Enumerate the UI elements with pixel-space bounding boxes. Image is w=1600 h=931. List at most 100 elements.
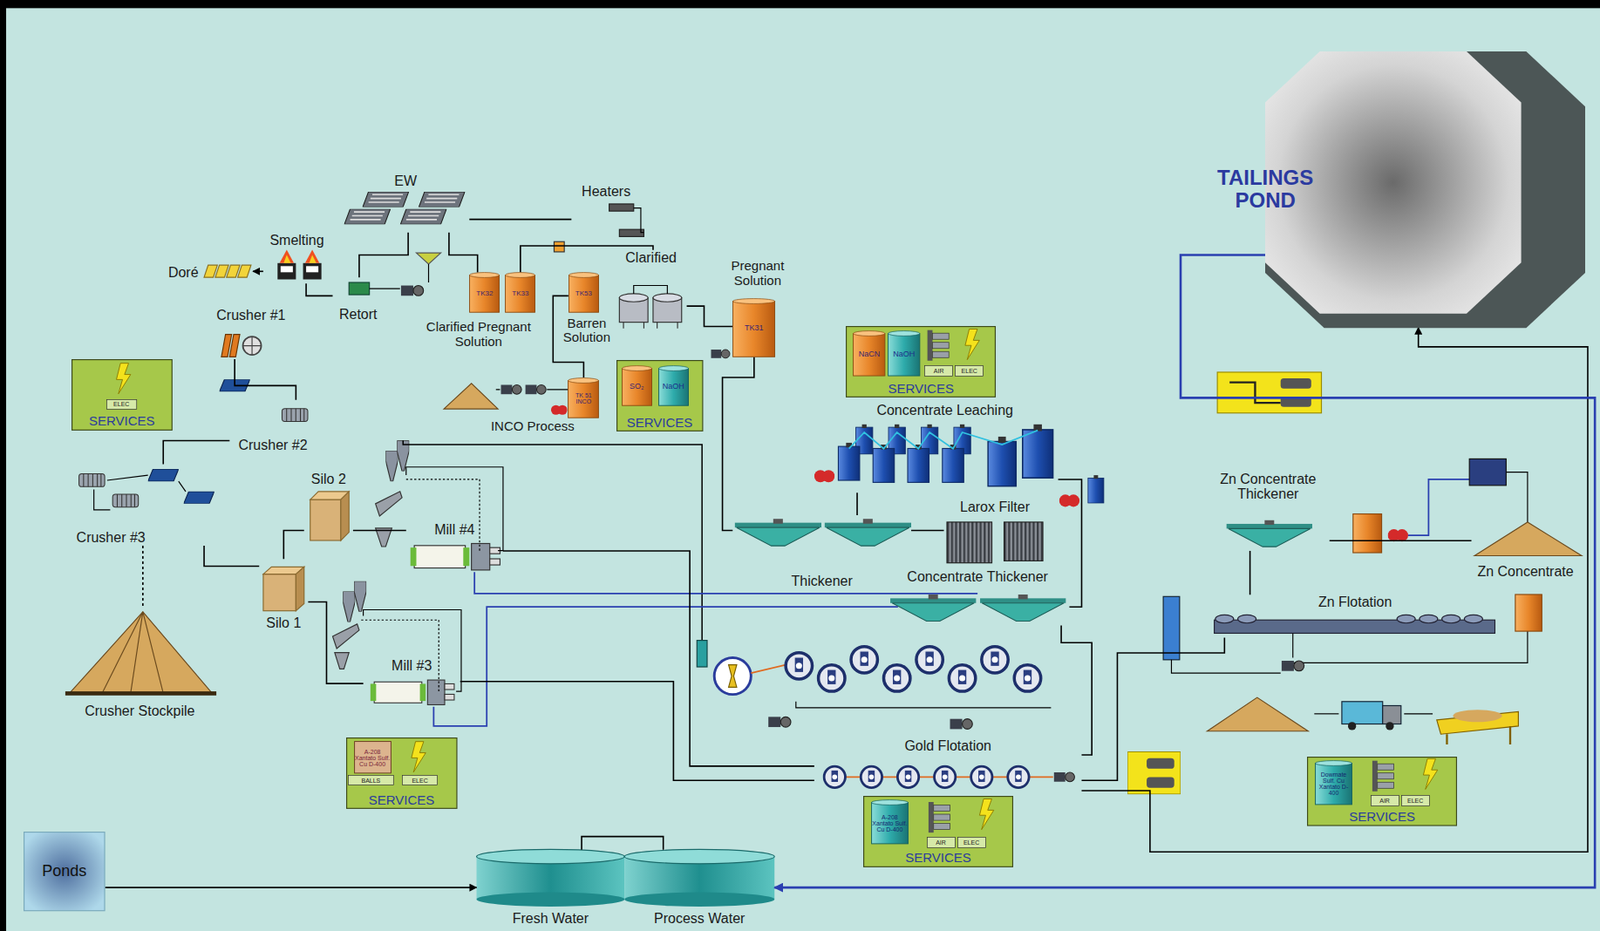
gold-recovery-icons [710,349,729,359]
gold-recovery-icons [496,388,569,390]
leaching-icons [1059,494,1080,507]
flotation-icons [1054,772,1076,783]
gold-recovery-icons [238,265,252,278]
crushing-icons [112,494,138,508]
services-label: SERVICES [887,381,954,397]
flotation-icons [1238,614,1257,623]
services-label: SERVICES [905,851,972,866]
leaching-icons [1004,522,1043,561]
tag-label: ELEC [411,777,428,784]
gold-recovery-icons [280,265,293,273]
storage-tank: TK32 [469,272,500,314]
tag-label: AIR [935,839,947,846]
flotation-icons [1452,709,1502,722]
silos-and-stockpile [295,566,304,611]
leaching-icons [849,430,1039,450]
flotation-icons [1442,614,1461,623]
flotation-icons [950,719,974,730]
equipment-label: Process Water [652,911,747,927]
storage-tank: TK31 [732,298,776,358]
services-panel: SERVICESELEC [71,359,173,431]
services-panel: SERVICESSO₂NaOH [616,360,703,432]
flow-line [581,837,664,851]
service-tag: BALLS [347,775,395,786]
equipment-label: Smelting [267,232,326,249]
flow-line [1081,327,1587,853]
equipment-label: Crusher Stockpile [82,703,197,720]
tag-label: BALLS [360,777,381,784]
equipment-area: Mill #3 [363,658,461,708]
equipment-label: Crusher #2 [236,437,309,454]
flotation-icons [1014,665,1041,692]
gold-recovery-icons [501,384,523,395]
flotation-icons [823,766,845,788]
stream-label: Barren Solution [558,316,616,346]
gold-recovery-icons [633,208,645,233]
service-tag: ELEC [106,399,137,410]
flow-line [1061,625,1092,756]
equipment-label: Silo 1 [264,615,303,632]
flotation-icons [1353,514,1383,553]
tank-label: NaCN [858,350,881,359]
equipment-label: Larox Filter [958,499,1032,516]
grinding-icons [402,440,702,640]
flotation-icons [851,646,878,674]
grinding-icons [409,543,500,570]
grinding-icons [333,624,360,649]
reagent-label: Dowmate Sulf. Cu Xantato D-400 [1315,771,1352,797]
leaching-icons [1088,475,1104,504]
tank-label: SO₂ [629,382,645,391]
services-panel: SERVICESA-208 Xantato Sulf. Cu D-400BALL… [346,737,458,810]
flotation-icons [1341,701,1383,725]
services-label: SERVICES [626,415,694,431]
flotation-icons [1388,529,1409,542]
tank-label: TK31 [744,324,764,333]
grinding-icons [375,491,402,517]
leaching-icons [735,518,822,546]
service-tag: AIR [926,837,956,849]
equipment-label: Zn Concentrate Thickener [1206,471,1330,503]
flotation-icons [1396,614,1416,623]
equipment-label: Fresh Water [510,911,591,927]
service-tag: AIR [1370,795,1400,807]
crushing-icons [94,489,111,510]
flow-line [306,283,333,296]
equipment-area: Silo 1 [258,558,308,631]
gold-recovery-icons [305,250,320,264]
reagent-label: A-208 Xantato Sulf. Cu D-400 [871,814,908,833]
storage-tank: TK53 [568,272,600,314]
flow-line [234,359,296,401]
equipment-label: Gold Flotation [902,738,994,755]
flotation-icons [818,665,845,692]
crushing-icons [79,474,105,488]
flotation-icons [728,665,737,688]
gold-recovery-icons [553,241,565,252]
equipment-area: EW [341,173,470,233]
flotation-icons [916,646,943,674]
equipment-label: Heaters [579,183,633,200]
stream-label: Clarified Pregnant Solution [418,320,539,349]
flotation-icons [1469,458,1506,485]
gold-recovery-icons [306,265,319,273]
equipment-area: Silo 2 [304,471,354,546]
flotation-icons [1408,479,1470,536]
flow-line [1249,551,1252,595]
equipment-label: Clarified [623,250,679,266]
water-icons [1217,372,1321,414]
silos-and-stockpile [263,574,296,612]
leaching-icons [907,444,929,483]
gold-recovery-icons [623,322,644,329]
service-tag: AIR [924,365,954,377]
equipment-area: Process Water [624,850,775,927]
equipment-area: Mill #4 [406,522,504,574]
leaching-icons [942,444,964,483]
gold-recovery-icons [619,293,648,302]
flow-line [503,551,815,767]
gold-recovery-icons [215,265,229,278]
flow-line [722,357,755,532]
flotation-icons [1403,713,1433,715]
flow-line [283,531,304,560]
silos-and-stockpile [310,499,341,541]
service-tag: ELEC [954,365,984,377]
grinding-icons [334,653,349,670]
